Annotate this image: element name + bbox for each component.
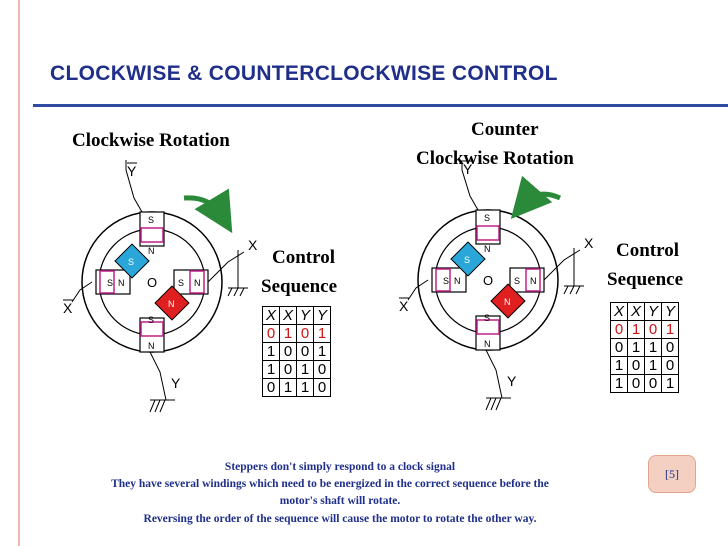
table-cell: 1 xyxy=(661,374,679,393)
pole-label: S xyxy=(148,315,154,325)
caption-line-3: motor's shaft will rotate. xyxy=(279,495,401,507)
stator-pole-top xyxy=(475,209,501,245)
coil-top xyxy=(476,225,500,241)
coil-right xyxy=(525,268,541,292)
caption-line-4: Reversing the order of the sequence will… xyxy=(143,513,537,525)
left-sequence-table: X X Y Y 0 1 0 1 1 0 0 1 1 0 1 0 0 1 1 0 xyxy=(262,306,331,397)
rotor-label: S xyxy=(128,257,134,267)
pole-label: S xyxy=(484,313,490,323)
wire-y xyxy=(461,160,479,211)
rotor-label: N xyxy=(168,299,175,309)
right-heading-line2: Clockwise Rotation xyxy=(416,148,574,169)
left-heading: Clockwise Rotation xyxy=(72,130,230,151)
rotor-label: N xyxy=(504,297,511,307)
pole-label: N xyxy=(194,278,201,288)
table-row: 0 1 1 0 xyxy=(262,378,331,397)
wire-y-bottom xyxy=(149,351,167,401)
table-header-row: X X Y Y xyxy=(262,306,331,325)
ground-bottom xyxy=(485,397,511,411)
stator-pole-right xyxy=(173,269,209,295)
rotor-center: O xyxy=(483,273,493,288)
slide-title: CLOCKWISE & COUNTERCLOCKWISE CONTROL xyxy=(50,62,558,85)
table-row: 1 0 0 1 xyxy=(610,374,679,393)
table-cell: Y xyxy=(661,302,679,321)
right-label-y-bar: Y xyxy=(463,161,473,177)
rotor-south xyxy=(114,243,150,279)
clockwise-arrow xyxy=(183,188,233,234)
table-row: 1 0 1 0 xyxy=(262,360,331,379)
pole-label: N xyxy=(118,278,125,288)
coil-top xyxy=(140,227,164,243)
caption-line-1: Steppers don't simply respond to a clock… xyxy=(224,461,456,473)
pole-label: S xyxy=(514,276,520,286)
wire-x-bar xyxy=(407,279,429,301)
rotor-center: O xyxy=(147,275,157,290)
left-sequence-label: Sequence xyxy=(261,276,337,297)
right-label-x-bar: X xyxy=(399,298,409,314)
rotor-north xyxy=(490,283,526,319)
stator-pole-right xyxy=(509,267,545,293)
pole-label: N xyxy=(454,276,461,286)
pole-label: S xyxy=(484,213,490,223)
stator-pole-bottom xyxy=(139,317,165,353)
coil-bottom xyxy=(140,321,164,337)
left-label-y: Y xyxy=(171,375,181,391)
right-label-y: Y xyxy=(507,373,517,389)
pole-label: N xyxy=(530,276,537,286)
title-rule xyxy=(33,104,728,107)
left-control-label: Control xyxy=(272,247,335,268)
stator-pole-bottom xyxy=(475,315,501,351)
pole-label: S xyxy=(148,215,154,225)
rotor-north xyxy=(154,285,190,321)
wire-x xyxy=(207,251,245,283)
wire-x xyxy=(543,249,581,281)
left-motor xyxy=(71,160,248,413)
right-motor xyxy=(407,160,584,411)
wire-y-bottom xyxy=(485,349,503,399)
pole-label: S xyxy=(443,276,449,286)
ground-right xyxy=(227,287,248,297)
rotor-south xyxy=(450,241,486,277)
counterclockwise-arrow xyxy=(510,175,562,220)
coil-left xyxy=(435,268,451,292)
left-border xyxy=(0,0,30,546)
page-number-badge: [5] xyxy=(648,455,696,493)
right-control-label: Control xyxy=(616,240,679,261)
stator-pole-top xyxy=(139,211,165,247)
wire-y xyxy=(125,160,143,213)
pole-label: N xyxy=(484,244,491,254)
pole-label: N xyxy=(148,341,155,351)
left-label-y-bar: Y xyxy=(127,163,137,179)
coil-right xyxy=(189,270,205,294)
stator-pole-left xyxy=(95,269,131,295)
right-label-x: X xyxy=(584,235,594,251)
pole-label: N xyxy=(484,339,491,349)
table-header-row: X X Y Y xyxy=(610,302,679,321)
pole-label: N xyxy=(148,246,155,256)
right-sequence-label: Sequence xyxy=(607,269,683,290)
table-cell: 0 xyxy=(313,378,331,397)
stator-pole-left xyxy=(431,267,467,293)
coil-left xyxy=(99,270,115,294)
right-heading-line1: Counter xyxy=(471,119,539,140)
left-label-x-bar: X xyxy=(63,300,73,316)
ground-bottom xyxy=(149,399,175,413)
rotor-label: S xyxy=(464,255,470,265)
caption-line-2: They have several windings which need to… xyxy=(111,478,549,490)
table-row: 0 1 0 1 xyxy=(262,324,331,343)
table-row: 0 1 1 0 xyxy=(610,338,679,357)
pole-label: S xyxy=(107,278,113,288)
ground-right xyxy=(563,285,584,295)
left-label-x: X xyxy=(248,237,258,253)
wire-x-bar xyxy=(71,281,93,303)
right-sequence-table: X X Y Y 0 1 0 1 0 1 1 0 1 0 1 0 1 0 0 1 xyxy=(610,302,679,393)
coil-bottom xyxy=(476,319,500,335)
pole-label: S xyxy=(178,278,184,288)
